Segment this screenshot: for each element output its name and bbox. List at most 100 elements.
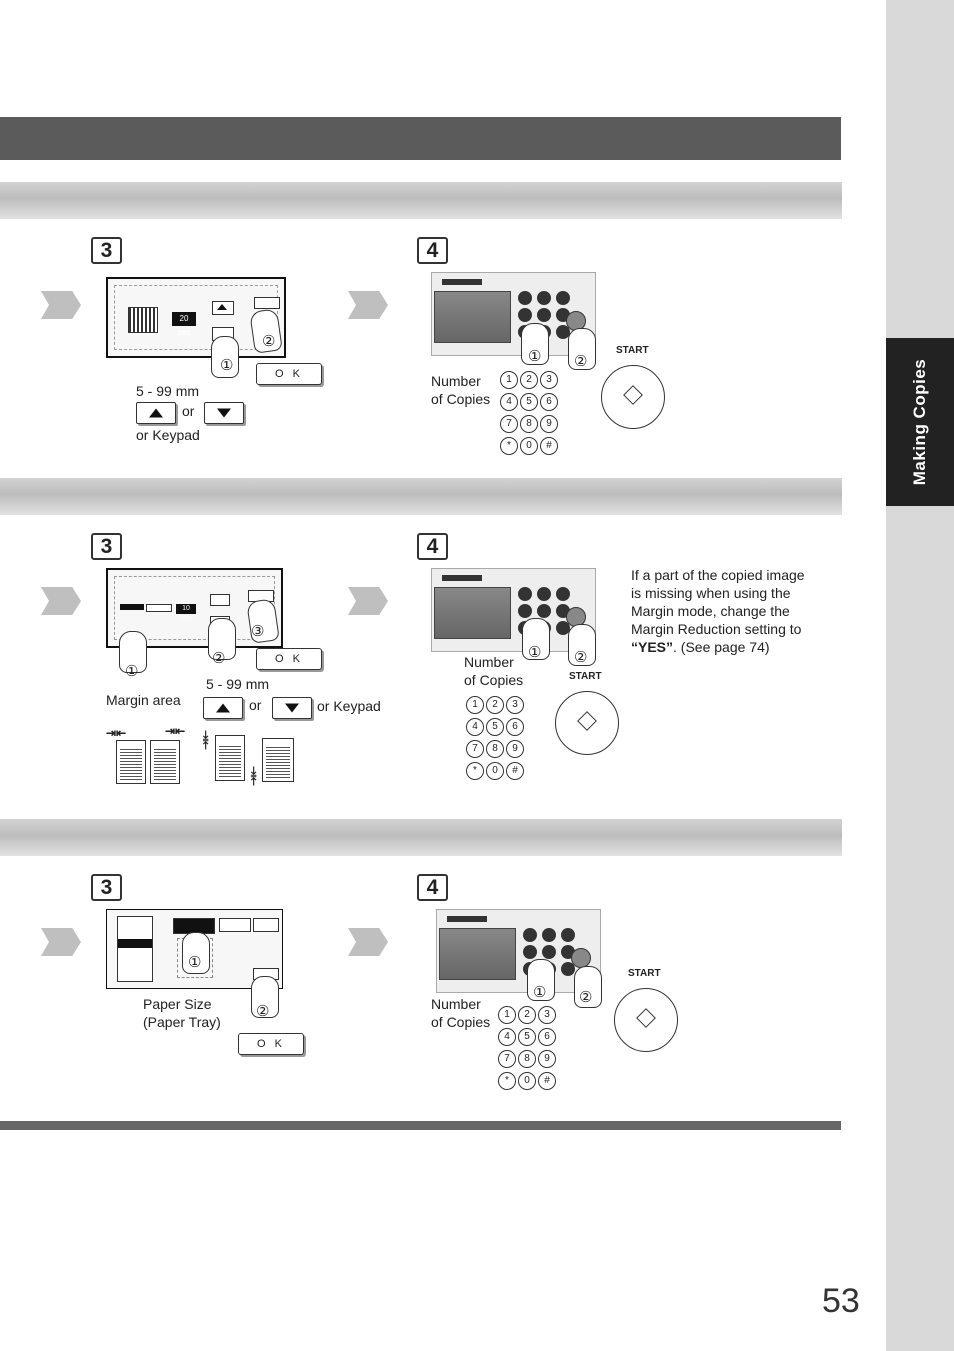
callout-1: ① (528, 348, 542, 365)
key-hash[interactable]: # (506, 762, 524, 780)
key-3[interactable]: 3 (538, 1006, 556, 1024)
document-icon (150, 740, 180, 784)
step-4-badge: 4 (417, 533, 448, 560)
footer-bar (0, 1121, 841, 1130)
arrow-chevron-icon (41, 928, 81, 956)
key-hash[interactable]: # (538, 1072, 556, 1090)
finger-icon (119, 631, 147, 673)
finger-icon (251, 976, 279, 1018)
key-8[interactable]: 8 (486, 740, 504, 758)
step-3-badge: 3 (91, 237, 122, 264)
down-arrow-button[interactable] (272, 697, 312, 719)
up-arrow-button[interactable] (203, 697, 243, 719)
screen-ok-button[interactable] (254, 297, 280, 309)
down-arrow-icon (217, 408, 231, 418)
key-3[interactable]: 3 (540, 371, 558, 389)
finger-icon (568, 624, 596, 666)
margin-value-display: 10 mm (176, 604, 196, 622)
title-bar (0, 117, 841, 160)
control-panel (436, 909, 601, 993)
callout-1: ① (188, 954, 202, 971)
margin-value-display: 20 mm (172, 312, 196, 337)
key-6[interactable]: 6 (506, 718, 524, 736)
ok-button[interactable]: O K (238, 1033, 304, 1055)
key-0[interactable]: 0 (520, 437, 538, 455)
copy-density-button[interactable] (253, 918, 279, 932)
margin-top-marker-icon: ⤓⤒ (203, 728, 209, 752)
callout-2: ② (574, 649, 588, 666)
brand-logo (447, 916, 487, 922)
callout-2: ② (262, 333, 276, 350)
or-text: or (249, 697, 262, 713)
step-3-badge: 3 (91, 874, 122, 901)
key-7[interactable]: 7 (500, 415, 518, 433)
key-4[interactable]: 4 (466, 718, 484, 736)
key-7[interactable]: 7 (466, 740, 484, 758)
down-arrow-icon (285, 703, 299, 713)
arrow-chevron-icon (348, 291, 388, 319)
key-star[interactable]: * (500, 437, 518, 455)
margin-right-option[interactable] (146, 604, 172, 612)
key-7[interactable]: 7 (498, 1050, 516, 1068)
key-1[interactable]: 1 (466, 696, 484, 714)
arrow-chevron-icon (348, 587, 388, 615)
key-9[interactable]: 9 (538, 1050, 556, 1068)
start-button[interactable] (614, 988, 678, 1052)
ok-button[interactable]: O K (256, 648, 322, 670)
key-9[interactable]: 9 (540, 415, 558, 433)
panel-display (434, 587, 511, 639)
key-1[interactable]: 1 (500, 371, 518, 389)
ok-button[interactable]: O K (256, 363, 322, 385)
document-icon (215, 735, 245, 781)
key-1[interactable]: 1 (498, 1006, 516, 1024)
document-icon (262, 738, 294, 782)
panel-start-button[interactable] (571, 948, 591, 968)
key-8[interactable]: 8 (518, 1050, 536, 1068)
sidebar-tab[interactable]: Making Copies (886, 338, 954, 506)
key-2[interactable]: 2 (518, 1006, 536, 1024)
start-icon (623, 384, 643, 405)
key-2[interactable]: 2 (486, 696, 504, 714)
screen-up-button[interactable] (212, 301, 234, 315)
key-0[interactable]: 0 (486, 762, 504, 780)
key-5[interactable]: 5 (518, 1028, 536, 1046)
finger-icon (211, 336, 239, 378)
start-button[interactable] (601, 365, 665, 429)
callout-1: ① (220, 357, 234, 374)
paper-tray-selected[interactable] (118, 939, 152, 948)
key-hash[interactable]: # (540, 437, 558, 455)
start-label: START (569, 671, 602, 682)
key-4[interactable]: 4 (500, 393, 518, 411)
key-6[interactable]: 6 (540, 393, 558, 411)
key-5[interactable]: 5 (486, 718, 504, 736)
key-3[interactable]: 3 (506, 696, 524, 714)
section-header-1 (0, 182, 842, 219)
key-6[interactable]: 6 (538, 1028, 556, 1046)
key-star[interactable]: * (466, 762, 484, 780)
callout-1: ① (533, 984, 547, 1001)
down-arrow-button[interactable] (204, 402, 244, 424)
touch-screen (106, 909, 283, 989)
inverse-button[interactable] (219, 918, 251, 932)
step-4-badge: 4 (417, 874, 448, 901)
margin-left-option[interactable] (120, 604, 144, 610)
screen-up-button[interactable] (210, 594, 230, 606)
section-header-3 (0, 819, 842, 856)
start-icon (577, 710, 597, 731)
key-star[interactable]: * (498, 1072, 516, 1090)
key-5[interactable]: 5 (520, 393, 538, 411)
paper-tray-list[interactable] (117, 916, 153, 982)
up-arrow-button[interactable] (136, 402, 176, 424)
key-0[interactable]: 0 (518, 1072, 536, 1090)
key-8[interactable]: 8 (520, 415, 538, 433)
key-2[interactable]: 2 (520, 371, 538, 389)
key-4[interactable]: 4 (498, 1028, 516, 1046)
start-icon (636, 1007, 656, 1028)
panel-display (434, 291, 511, 343)
start-button[interactable] (555, 691, 619, 755)
key-9[interactable]: 9 (506, 740, 524, 758)
start-label: START (616, 345, 649, 356)
number-keypad: 1 2 3 4 5 6 7 8 9 * 0 # (466, 696, 524, 780)
